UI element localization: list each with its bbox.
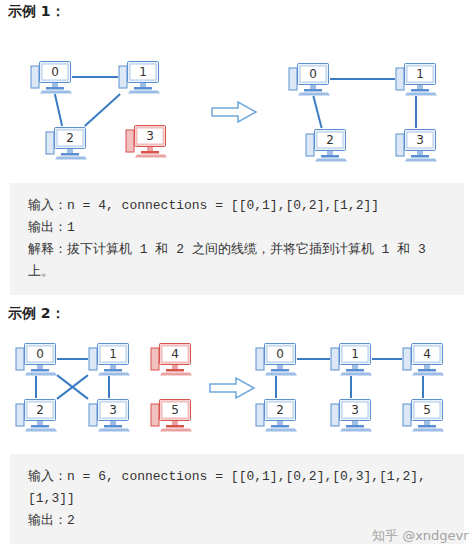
network-cable	[372, 358, 402, 360]
computer-icon	[30, 60, 72, 94]
computer-number: 0	[300, 66, 326, 82]
computer-node: 2	[305, 128, 347, 162]
network-cable	[57, 358, 88, 360]
computer-icon	[88, 398, 130, 432]
computer-icon	[305, 128, 347, 162]
computer-icon	[255, 342, 297, 376]
isolated-computer: 3	[125, 124, 167, 158]
isolated-computer: 4	[150, 342, 192, 376]
computer-node: 4	[402, 342, 444, 376]
computer-icon	[330, 342, 372, 376]
example-text: 解释：拔下计算机 1 和 2 之间的线缆，并将它插到计算机 1 和 3 上。	[28, 239, 428, 283]
computer-number: 4	[414, 346, 440, 362]
example-text: 输出：1	[28, 217, 428, 239]
network-cable	[72, 76, 118, 78]
computer-node: 0	[15, 342, 57, 376]
example-heading: 示例 1：	[8, 3, 65, 21]
isolated-computer: 5	[150, 398, 192, 432]
network-cable	[297, 358, 330, 360]
network-cable	[422, 376, 424, 398]
network-cable	[275, 376, 277, 398]
computer-icon	[288, 62, 330, 96]
computer-node: 3	[330, 398, 372, 432]
computer-icon	[125, 124, 167, 158]
network-cable	[108, 376, 110, 398]
computer-number: 1	[407, 66, 433, 82]
computer-icon	[15, 398, 57, 432]
computer-number: 2	[57, 130, 83, 146]
network-cable	[55, 94, 62, 126]
computer-icon	[395, 128, 437, 162]
computer-number: 5	[162, 402, 188, 418]
computer-icon	[402, 342, 444, 376]
computer-number: 1	[100, 346, 126, 362]
computer-icon	[255, 398, 297, 432]
network-cable	[313, 96, 321, 128]
transform-arrow	[212, 102, 256, 122]
computer-number: 3	[407, 132, 433, 148]
transform-arrow	[210, 378, 254, 398]
computer-number: 0	[267, 346, 293, 362]
computer-number: 2	[27, 402, 53, 418]
computer-number: 1	[130, 64, 156, 80]
computer-node: 3	[88, 398, 130, 432]
network-cable	[57, 375, 88, 399]
computer-node: 1	[395, 62, 437, 96]
computer-number: 0	[27, 346, 53, 362]
example-text-box: 输入：n = 4, connections = [[0,1],[0,2],[1,…	[10, 183, 464, 295]
computer-icon	[150, 342, 192, 376]
computer-node: 0	[255, 342, 297, 376]
watermark: 知乎 @xndgevr	[372, 527, 469, 545]
computer-number: 0	[42, 64, 68, 80]
computer-icon	[402, 398, 444, 432]
computer-icon	[45, 126, 87, 160]
computer-icon	[150, 398, 192, 432]
computer-number: 2	[267, 402, 293, 418]
example-text: 输出：2	[28, 510, 428, 532]
computer-node: 2	[15, 398, 57, 432]
computer-icon	[330, 398, 372, 432]
example-text: 输入：n = 4, connections = [[0,1],[0,2],[1,…	[28, 195, 428, 217]
computer-number: 4	[162, 346, 188, 362]
network-cable	[330, 78, 395, 80]
computer-node: 1	[330, 342, 372, 376]
computer-number: 2	[317, 132, 343, 148]
computer-number: 1	[342, 346, 368, 362]
computer-number: 3	[100, 402, 126, 418]
computer-icon	[395, 62, 437, 96]
computer-number: 3	[342, 402, 368, 418]
computer-node: 1	[118, 60, 160, 94]
computer-icon	[118, 60, 160, 94]
network-cable	[350, 376, 352, 398]
network-cable	[35, 376, 37, 398]
computer-icon	[88, 342, 130, 376]
computer-node: 1	[88, 342, 130, 376]
computer-number: 3	[137, 128, 163, 144]
example-heading: 示例 2：	[8, 305, 65, 323]
network-cable	[57, 375, 88, 399]
example-text: 输入：n = 6, connections = [[0,1],[0,2],[0,…	[28, 466, 428, 510]
network-cable	[415, 96, 417, 128]
computer-node: 5	[402, 398, 444, 432]
computer-node: 0	[288, 62, 330, 96]
computer-node: 2	[45, 126, 87, 160]
computer-node: 2	[255, 398, 297, 432]
computer-number: 5	[414, 402, 440, 418]
computer-icon	[15, 342, 57, 376]
network-cable	[85, 94, 120, 126]
computer-node: 0	[30, 60, 72, 94]
computer-node: 3	[395, 128, 437, 162]
